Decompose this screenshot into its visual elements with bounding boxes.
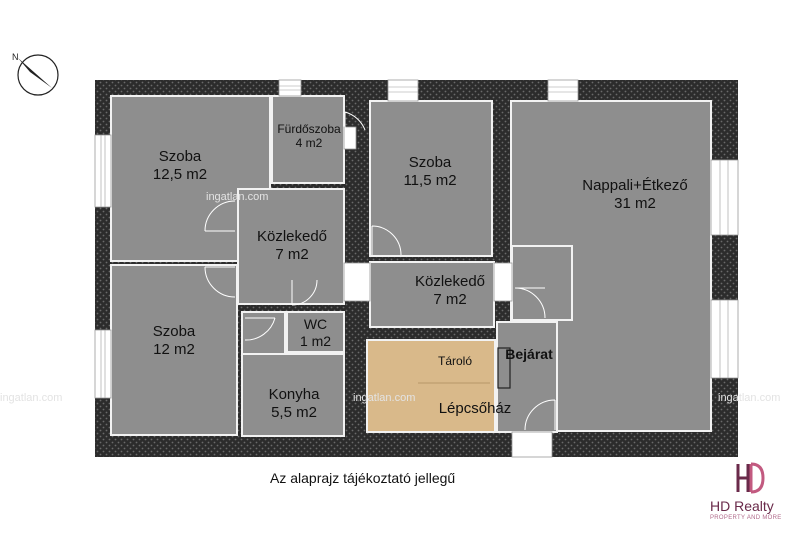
hd-logo-icon [736, 462, 765, 494]
room-name: Nappali+Étkező [582, 177, 688, 194]
room-label-kozlekedo-2: Közlekedő 7 m2 [395, 273, 505, 309]
room-name: WC [303, 316, 328, 332]
room-label-szoba-1: Szoba 12,5 m2 [130, 148, 230, 184]
room-area: 1 m2 [299, 332, 332, 349]
brand-tagline: PROPERTY AND MORE [710, 515, 782, 521]
compass-icon: N [12, 52, 59, 96]
room-name: Szoba [152, 323, 196, 340]
room-area: 31 m2 [614, 195, 656, 212]
room-szoba-3 [110, 264, 238, 436]
room-name: Lépcsőház [438, 400, 512, 417]
room-name: Közlekedő [256, 228, 328, 245]
room-label-szoba-3: Szoba 12 m2 [124, 323, 224, 359]
window [343, 126, 357, 150]
room-furdoszoba [271, 95, 345, 184]
window [710, 159, 739, 236]
watermark: ingatlan.com [0, 392, 63, 404]
door [291, 279, 318, 306]
room-konyha-main [241, 353, 345, 437]
room-label-wc: WC 1 m2 [287, 316, 344, 350]
door [204, 266, 236, 298]
room-label-nappali: Nappali+Étkező 31 m2 [560, 177, 710, 213]
room-szoba-2 [369, 100, 493, 257]
svg-text:N: N [12, 52, 19, 62]
window [710, 299, 739, 379]
room-area: 7 m2 [275, 246, 309, 263]
watermark: ingatlan.com [353, 392, 416, 404]
room-tarolo [366, 339, 496, 433]
door [344, 111, 366, 145]
door [244, 317, 276, 341]
door [514, 287, 546, 319]
room-wc [286, 311, 345, 353]
room-kozlekedo-2 [369, 261, 495, 328]
room-kozlekedo-1 [237, 188, 345, 305]
room-label-kozlekedo-1: Közlekedő 7 m2 [240, 228, 344, 264]
room-area: 5,5 m2 [271, 404, 317, 421]
watermark: ingatlan.com [718, 392, 781, 404]
room-area: 11,5 m2 [403, 172, 457, 189]
watermark: ingatlan.com [206, 191, 269, 203]
room-name: Fürdőszoba [277, 122, 341, 136]
room-label-szoba-2: Szoba 11,5 m2 [380, 154, 480, 190]
disclaimer-caption: Az alaprajz tájékoztató jellegű [270, 470, 456, 486]
window [387, 79, 419, 102]
room-name: Szoba [408, 154, 452, 171]
window [493, 262, 513, 302]
window [511, 431, 553, 458]
room-label-lepcsohaz: Lépcsőház [420, 400, 530, 418]
label-tarolo: Tároló [437, 354, 472, 368]
room-area: 12 m2 [153, 341, 195, 358]
room-name: Konyha [268, 386, 320, 403]
window [94, 329, 112, 399]
window [278, 79, 302, 97]
room-area: 7 m2 [433, 291, 467, 308]
brand-name: HD Realty [710, 498, 774, 514]
room-name: Közlekedő [414, 273, 486, 290]
room-label-furdoszoba: Fürdőszoba 4 m2 [268, 122, 350, 151]
window [94, 134, 112, 208]
room-area: 12,5 m2 [152, 166, 208, 183]
label-bejarat: Bejárat [505, 346, 553, 362]
window [343, 262, 371, 302]
room-name: Szoba [158, 148, 202, 165]
room-label-konyha: Konyha 5,5 m2 [248, 386, 340, 422]
hd-realty-logo: HD Realty PROPERTY AND MORE [700, 460, 795, 530]
room-small-hall [511, 245, 573, 321]
room-area: 4 m2 [295, 136, 323, 151]
entry-door [497, 347, 511, 389]
door [204, 200, 236, 232]
window [547, 79, 579, 102]
door [371, 225, 402, 256]
door [524, 399, 556, 431]
